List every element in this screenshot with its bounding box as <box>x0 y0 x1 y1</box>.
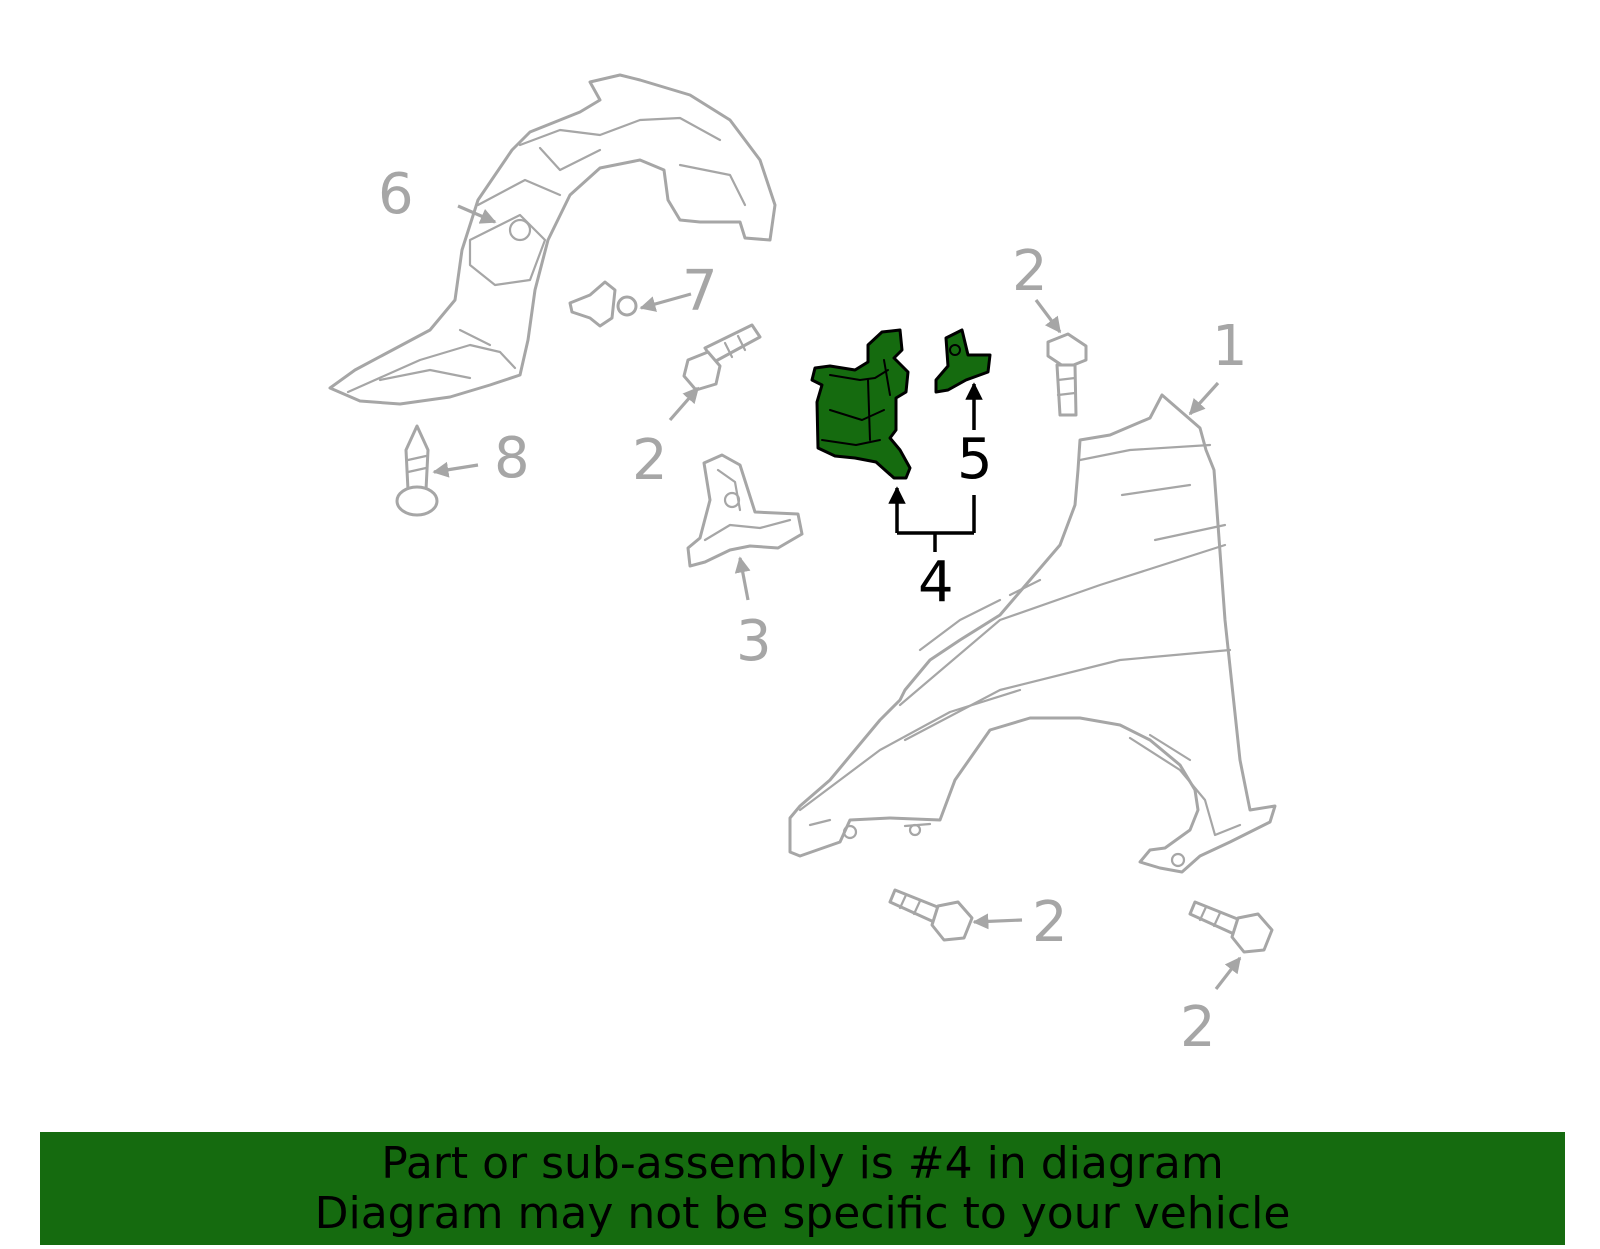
part-2-bolt-lower-right <box>1188 900 1274 954</box>
callout-2-upper-left: 2 <box>632 428 668 493</box>
leader-2-lower-right <box>1214 956 1242 990</box>
callout-5: 5 <box>957 427 993 492</box>
callout-2-lower-middle: 2 <box>1032 890 1068 955</box>
part-1-fender <box>788 393 1277 874</box>
part-2-bolt-lower-middle <box>888 888 974 942</box>
part-2-bolt-upper-right <box>1046 332 1088 417</box>
callout-2-upper-right: 2 <box>1012 239 1048 304</box>
callout-4: 4 <box>918 550 954 615</box>
leader-2-upper-left <box>668 386 700 422</box>
callout-3: 3 <box>736 609 772 674</box>
part-8-screw <box>395 424 439 517</box>
part-3-bracket <box>686 453 804 568</box>
callout-2-lower-right: 2 <box>1180 995 1216 1060</box>
callout-1: 1 <box>1212 314 1248 379</box>
leader-1 <box>1188 381 1220 416</box>
banner-line-part-number: Part or sub-assembly is #4 in diagram <box>381 1137 1224 1189</box>
part-7-clip <box>568 280 638 328</box>
leader-2-lower-middle <box>972 913 1023 930</box>
banner-line-disclaimer: Diagram may not be specific to your vehi… <box>314 1187 1291 1239</box>
part-4-bracket-highlighted <box>810 328 912 480</box>
callout-8: 8 <box>494 426 530 491</box>
leader-4-bracket <box>888 486 976 552</box>
info-banner: Part or sub-assembly is #4 in diagram Di… <box>40 1132 1565 1245</box>
part-2-bolt-upper-left <box>682 323 762 392</box>
leader-3 <box>734 556 751 601</box>
leader-7 <box>639 292 692 312</box>
leader-2-upper-right <box>1034 299 1062 334</box>
leader-6 <box>457 204 497 224</box>
leader-8 <box>432 461 479 478</box>
callout-6: 6 <box>378 162 414 227</box>
part-6-fender-liner <box>328 73 777 406</box>
part-5-small-bracket <box>934 328 992 394</box>
callout-7: 7 <box>682 259 718 324</box>
